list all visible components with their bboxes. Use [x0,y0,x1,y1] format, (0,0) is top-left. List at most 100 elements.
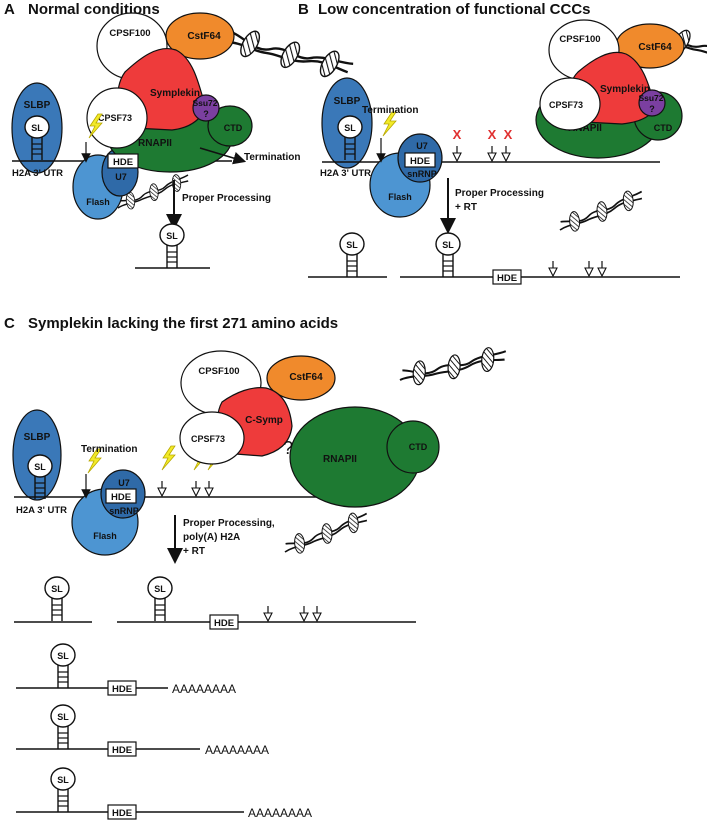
flash-label: Flash [86,197,110,207]
hde-box [105,488,137,504]
cpsf100-label: CPSF100 [198,366,239,377]
product-sl-label: SL [154,584,166,594]
panel-b-letter: B [298,1,309,18]
symplekin-label: Symplekin [600,84,650,95]
proper-processing-label: Proper Processing [182,193,271,204]
h2a-utr-label: H2A 3' UTR [320,168,371,179]
hde-box [492,269,522,285]
cleavage-site-arrow [299,605,309,622]
polya-tail: AAAAAAAA [172,682,236,696]
panel-a-letter: A [4,1,15,18]
cstf64-label: CstF64 [187,31,221,42]
flash-label: Flash [93,531,117,541]
slbp-label: SLBP [334,96,361,107]
cpsf73 [179,411,245,465]
u7-label: U7 [118,478,130,488]
hde-box [107,741,137,757]
ctd [386,420,440,474]
ctd-label: CTD [654,123,673,133]
ssu72-label: Ssu72 [638,93,663,103]
rnapii-label: RNAPII [323,454,357,465]
u7-label: U7 [115,172,127,182]
cpsf73-label: CPSF73 [549,100,583,110]
hde-label: HDE [112,808,132,819]
processing-label-1: Proper Processing, [183,518,275,529]
proper-processing-label: Proper Processing [455,188,544,199]
cpsf73 [86,87,148,149]
ssu72-label: Ssu72 [192,98,217,108]
hde-box [107,804,137,820]
termination-label: Termination [244,152,300,163]
cstf64-label: CstF64 [289,372,323,383]
panel-c-title: Symplekin lacking the first 271 amino ac… [28,315,338,332]
slbp-label: SLBP [24,432,51,443]
panel-c: C Symplekin lacking the first 271 amino … [4,308,511,820]
product-sl-label: SL [166,231,178,241]
product-sl-label: SL [57,712,69,722]
ctd-label: CTD [224,123,243,133]
hde-box [209,614,239,630]
panel-c-letter: C [4,315,15,332]
termination-label: Termination [81,444,137,455]
polya-tail: AAAAAAAA [248,806,312,820]
cpsf100-label: CPSF100 [559,34,600,45]
cpsf100-label: CPSF100 [109,28,150,39]
failed-cleavage-x-icon: X [453,127,462,142]
ssu72-question: ? [203,109,209,119]
failed-cleavage-x-icon: X [488,127,497,142]
ctd-label: CTD [409,442,428,452]
cleavage-site-arrow [487,145,497,162]
cleavage-site-arrow [204,480,214,497]
lightning-bolt-icon [161,445,176,471]
ssu72 [638,89,666,117]
ssu72 [192,94,220,122]
sl-label: SL [34,462,46,472]
cleavage-site-arrow [597,260,607,277]
product-sl-label: SL [51,584,63,594]
c-symp-label: C-Symp [245,415,283,426]
product-sl-label: SL [57,651,69,661]
cleavage-site-arrow [191,480,201,497]
hde-label: HDE [113,157,133,168]
rnapii-label: RNAPII [138,138,172,149]
dna-helix [555,162,647,260]
ssu72-question: ? [649,104,655,114]
cleavage-site-arrow [548,260,558,277]
cleavage-site-arrow [263,605,273,622]
product-sl-label: SL [57,775,69,785]
cleavage-site-arrow [501,145,511,162]
cleavage-site-arrow [312,605,322,622]
polya-tail: AAAAAAAA [205,743,269,757]
panel-b: B Low concentration of functional CCCs S… [298,0,707,285]
panel-b-title: Low concentration of functional CCCs [318,1,591,18]
sl-label: SL [31,123,43,133]
dna-helix [395,308,511,424]
hde-label: HDE [214,618,234,629]
hde-label: HDE [410,156,430,167]
question-mark: ? [283,438,293,458]
termination-label: Termination [362,105,418,116]
hde-label: HDE [111,492,131,503]
processing-label-2: poly(A) H2A [183,532,240,543]
snrnp-label: snRNP [407,169,437,179]
cstf64 [266,355,336,401]
product-sl-label: SL [442,240,454,250]
h2a-utr-label: H2A 3' UTR [12,168,63,179]
processing-label-3: + RT [183,546,205,557]
cleavage-site-arrow [584,260,594,277]
failed-cleavage-x-icon: X [504,127,513,142]
symplekin-label: Symplekin [150,88,200,99]
cpsf73-label: CPSF73 [191,434,225,444]
hde-label: HDE [112,745,132,756]
sl-label: SL [344,123,356,133]
flash-label: Flash [388,192,412,202]
cpsf73 [539,77,601,131]
snrnp-label: snRNP [109,506,139,516]
hde-box [107,680,137,696]
h2a-utr-label: H2A 3' UTR [16,505,67,516]
cpsf73-label: CPSF73 [98,113,132,123]
hde-label: HDE [497,273,517,284]
cstf64-label: CstF64 [638,42,672,53]
hde-label: HDE [112,684,132,695]
product-sl-label: SL [346,240,358,250]
